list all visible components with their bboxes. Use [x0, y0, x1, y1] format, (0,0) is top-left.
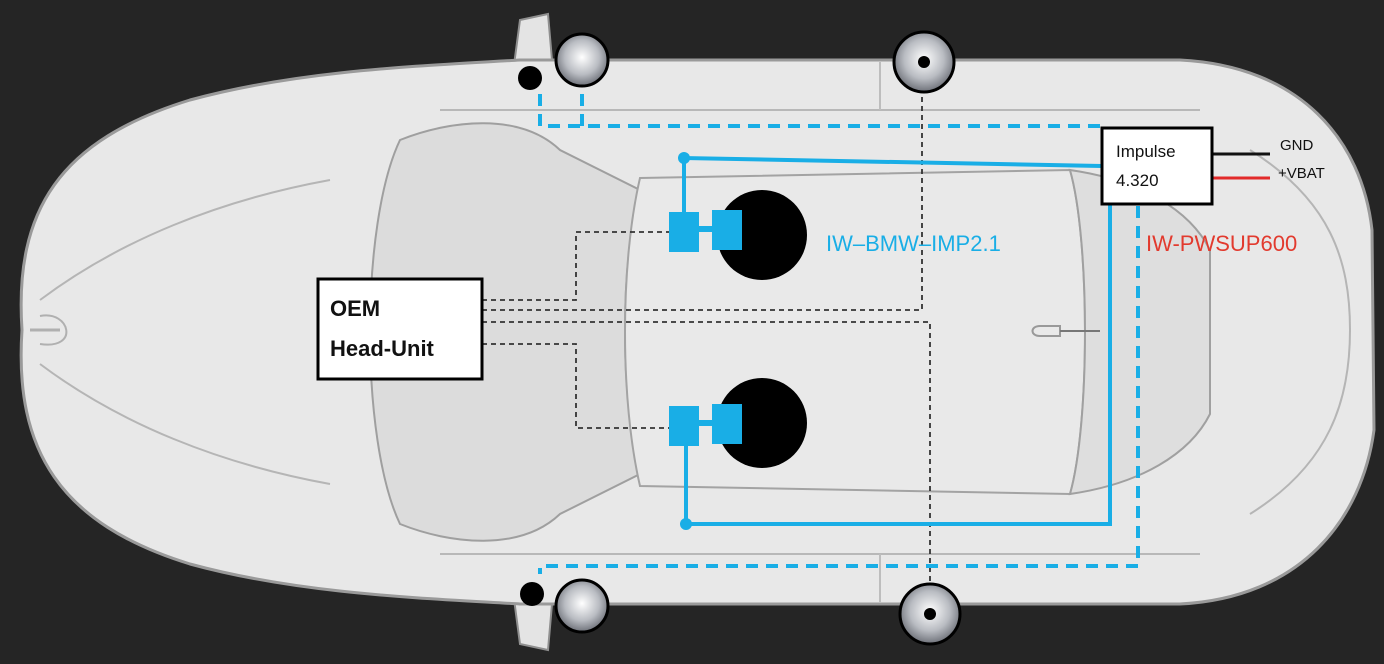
speaker-wiring [538, 86, 1140, 574]
battery-label: +VBAT [1278, 165, 1325, 182]
amplifier-label-line1: Impulse [1116, 142, 1176, 161]
tweeter-icon [520, 582, 544, 606]
amplifier-label-line2: 4.320 [1116, 171, 1159, 190]
head-unit-box: OEM Head-Unit [316, 277, 484, 381]
woofer-icon [717, 378, 807, 468]
car-top-view-icon [19, 12, 1376, 652]
speaker-icon [892, 30, 962, 646]
head-unit-label-line2: Head-Unit [330, 336, 435, 361]
power-kit-label: IW-PWSUP600 [1146, 231, 1297, 256]
tweeter-icon [518, 66, 542, 90]
power-wires [1212, 152, 1270, 180]
head-unit-label-line1: OEM [330, 296, 380, 321]
speaker-icon [554, 32, 610, 634]
amp-kit-label: IW–BMW–IMP2.1 [826, 231, 1001, 256]
woofer-connector [669, 210, 742, 446]
amplifier-box: Impulse 4.320 [1100, 126, 1214, 206]
ground-label: GND [1280, 137, 1314, 154]
signal-wiring [482, 62, 931, 604]
